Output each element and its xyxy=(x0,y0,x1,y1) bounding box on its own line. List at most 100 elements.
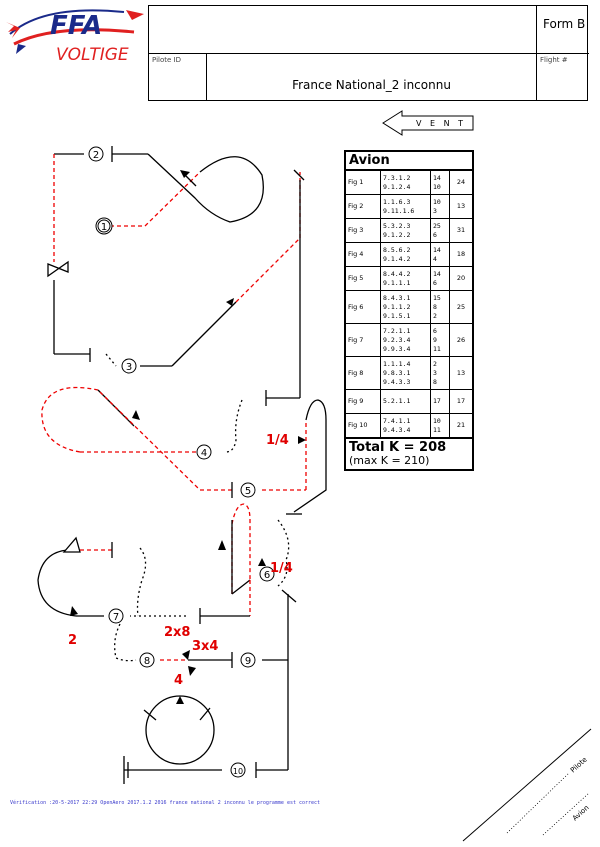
fig-10-marker xyxy=(230,762,246,778)
pilot-id-cell: Pilote ID xyxy=(149,54,207,100)
sequence-diagram: 1 2 3 4 5 6 7 8 9 10 1/4 1/4 2 2x8 3x4 4 xyxy=(37,146,327,784)
aresti-code: 9.9.3.4 xyxy=(383,344,411,353)
fig-8-number: 8 xyxy=(144,656,150,667)
sequence-cell: France National_2 inconnu xyxy=(207,54,537,100)
roll-label-fig7: 2 xyxy=(68,633,77,648)
wind-arrow: V E N T xyxy=(382,110,474,136)
k-value: 14 xyxy=(433,173,441,182)
fig-9-number: 9 xyxy=(245,656,251,667)
fig-10-number: 10 xyxy=(233,767,243,776)
fig-2-number: 2 xyxy=(93,150,99,161)
aresti-code: 9.1.1.2 xyxy=(383,302,411,311)
flight-label: Flight # xyxy=(540,56,568,64)
k-value: 17 xyxy=(433,397,441,405)
kfactor-row-total: 21 xyxy=(449,413,474,438)
logo-line2: VOLTIGE xyxy=(56,45,129,65)
kfactor-fig-label: Fig 2 xyxy=(344,194,381,219)
verification-note: Vérification :20-5-2017 22:29 OpenAero 2… xyxy=(10,800,321,806)
aresti-code: 8.4.3.1 xyxy=(383,293,411,302)
aresti-code: 9.4.3.3 xyxy=(383,377,411,386)
kfactor-values: 17 xyxy=(430,389,450,414)
roll-label-fig6: 1/4 xyxy=(270,561,293,576)
aresti-code: 9.4.3.4 xyxy=(383,425,411,434)
pilot-id-label: Pilote ID xyxy=(152,56,181,64)
kfactor-fig-label: Fig 9 xyxy=(344,389,381,414)
fig-6-number: 6 xyxy=(264,570,270,581)
k-value: 11 xyxy=(433,344,441,353)
aresti-code: 9.1.2.2 xyxy=(383,230,411,239)
k-value: 15 xyxy=(433,293,441,302)
k-value: 10 xyxy=(433,197,441,206)
aresti-code: 5.3.2.3 xyxy=(383,221,411,230)
kfactor-fig-label: Fig 6 xyxy=(344,290,381,324)
fig-7-marker xyxy=(108,608,124,624)
aresti-code: 9.8.3.1 xyxy=(383,368,411,377)
k-value: 10 xyxy=(433,416,441,425)
fig-7-number: 7 xyxy=(113,612,119,623)
aresti-code: 5.2.1.1 xyxy=(383,397,411,405)
kfactor-row-total: 13 xyxy=(449,356,474,390)
roll-label-fig8b: 3x4 xyxy=(192,639,218,654)
aresti-code: 9.1.5.1 xyxy=(383,311,411,320)
k-value: 6 xyxy=(433,326,437,335)
kfactor-row-total: 24 xyxy=(449,170,474,195)
k-value: 14 xyxy=(433,245,441,254)
kfactor-fig-label: Fig 5 xyxy=(344,266,381,291)
wind-label: V E N T xyxy=(416,119,466,128)
sequence-title: France National_2 inconnu xyxy=(292,78,451,92)
k-value: 14 xyxy=(433,269,441,278)
form-label: Form B xyxy=(537,6,589,54)
kfactor-row-total: 26 xyxy=(449,323,474,357)
k-value: 8 xyxy=(433,377,437,386)
aresti-code: 7.2.1.1 xyxy=(383,326,411,335)
k-value: 25 xyxy=(433,221,441,230)
aresti-code: 9.11.1.6 xyxy=(383,206,415,215)
fig-8-marker xyxy=(139,652,155,668)
kfactor-fig-label: Fig 4 xyxy=(344,242,381,267)
kfactor-codes: 5.2.1.1 xyxy=(380,389,431,414)
k-value: 4 xyxy=(433,254,437,263)
aresti-code: 7.3.1.2 xyxy=(383,173,411,182)
aresti-code: 9.2.3.4 xyxy=(383,335,411,344)
roll-label-fig8a: 2x8 xyxy=(164,625,190,640)
aresti-code: 8.5.6.2 xyxy=(383,245,411,254)
k-value: 10 xyxy=(433,182,441,191)
total-k: Total K = 208 xyxy=(349,440,447,455)
aresti-code: 8.4.4.2 xyxy=(383,269,411,278)
aresti-code: 9.1.4.2 xyxy=(383,254,411,263)
kfactor-total-block: Total K = 208 (max K = 210) xyxy=(344,438,474,471)
kfactor-row-total: 20 xyxy=(449,266,474,291)
fig-4-marker xyxy=(196,444,212,460)
aresti-code: 7.4.1.1 xyxy=(383,416,411,425)
flight-cell: Flight # xyxy=(537,54,589,100)
kfactor-row-total: 18 xyxy=(449,242,474,267)
aresti-code: 9.1.2.4 xyxy=(383,182,411,191)
logo-line1: FFA xyxy=(50,11,102,41)
kfactor-fig-label: Fig 8 xyxy=(344,356,381,390)
k-value: 6 xyxy=(433,278,437,287)
fig-2-marker xyxy=(88,146,104,162)
kfactor-row-total: 17 xyxy=(449,389,474,414)
fig-3-number: 3 xyxy=(126,362,132,373)
